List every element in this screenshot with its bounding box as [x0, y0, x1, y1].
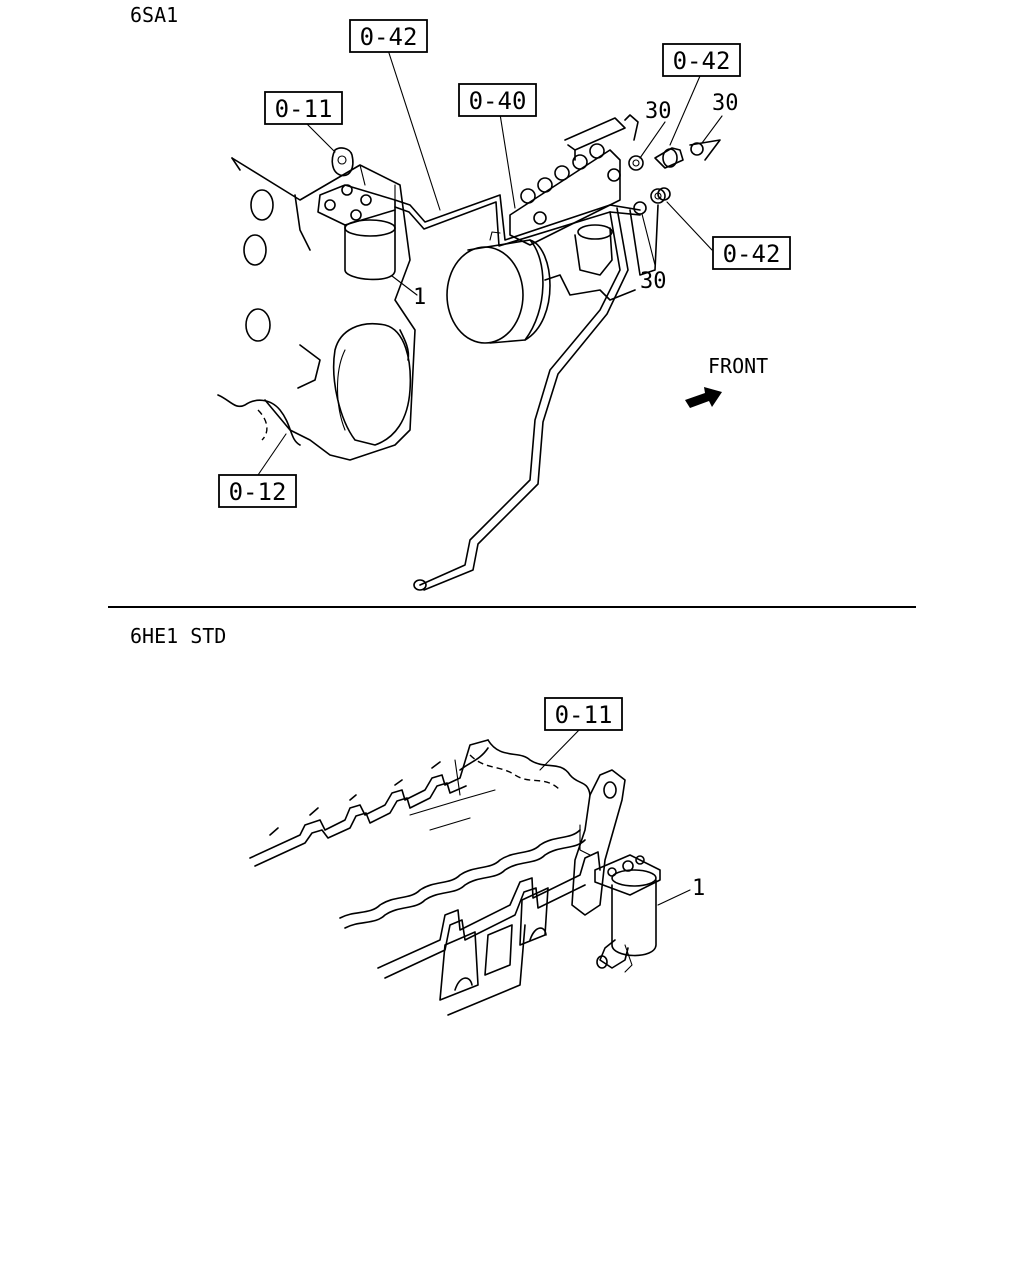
part-number-bottom-filter: 1 [692, 876, 705, 901]
injection-pump [446, 114, 659, 344]
callout-box-top-012: 0-12 [218, 474, 297, 508]
top-bolts-washers [628, 139, 721, 215]
engine-block-drawing [217, 157, 416, 461]
svg-text:0-12: 0-12 [229, 478, 287, 506]
section-title-6sa1: 6SA1 [130, 3, 178, 27]
svg-text:0-42: 0-42 [360, 23, 418, 51]
svg-text:0-42: 0-42 [723, 240, 781, 268]
callout-box-top-042-b: 0-42 [662, 43, 741, 77]
fuel-pipe-lines [394, 194, 641, 591]
callout-box-bottom-011: 0-11 [544, 697, 623, 731]
oil-pan-drawing [249, 739, 601, 1016]
top-leader-lines [257, 49, 723, 476]
svg-text:0-42: 0-42 [673, 47, 731, 75]
part-number-top-30-a: 30 [645, 99, 672, 124]
section-title-6he1-std: 6HE1 STD [130, 624, 226, 648]
bottom-fuel-filter [594, 854, 661, 973]
top-fuel-filter [317, 147, 396, 281]
part-number-top-30-c: 30 [640, 269, 667, 294]
bottom-bracket [571, 769, 626, 916]
svg-text:0-40: 0-40 [469, 87, 527, 115]
bottom-leader-lines [539, 726, 691, 906]
callout-box-top-011: 0-11 [264, 91, 343, 125]
front-arrow-icon [685, 387, 722, 408]
front-label: FRONT [708, 354, 768, 378]
callout-box-top-042-a: 0-42 [349, 19, 428, 53]
svg-text:0-11: 0-11 [555, 701, 613, 729]
part-number-top-filter: 1 [413, 285, 426, 310]
part-number-top-30-b: 30 [712, 91, 739, 116]
callout-box-top-040: 0-40 [458, 83, 537, 117]
callout-box-top-042-c: 0-42 [712, 236, 791, 270]
svg-text:0-11: 0-11 [275, 95, 333, 123]
